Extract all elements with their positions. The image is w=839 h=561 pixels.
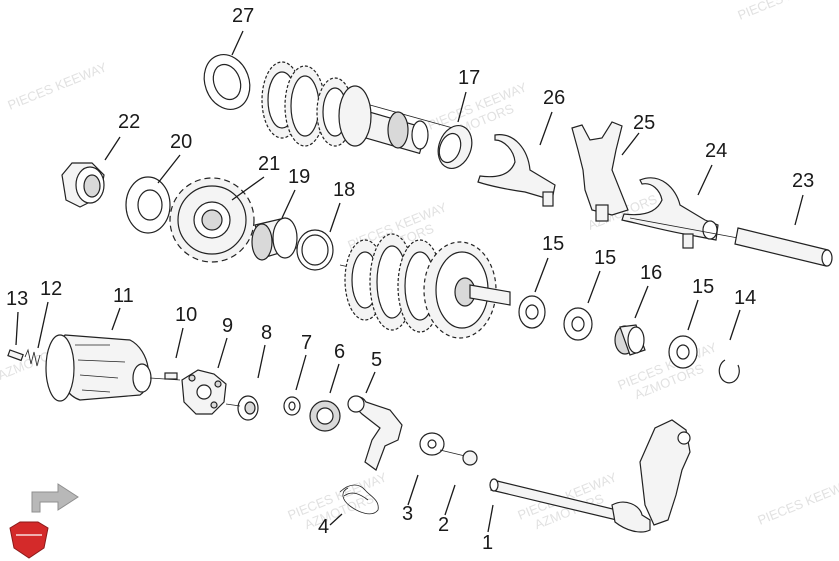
callout-13: 13 <box>6 288 28 310</box>
part-16-bearing <box>614 324 646 356</box>
callout-18: 18 <box>333 179 355 201</box>
direction-arrow-icon <box>31 483 79 513</box>
callout-7: 7 <box>301 332 312 354</box>
callout-22: 22 <box>118 111 140 133</box>
callout-15: 15 <box>594 247 616 269</box>
watermark-line1: PIECES KEEWAY <box>736 0 839 23</box>
callout-27: 27 <box>232 5 254 27</box>
callout-16: 16 <box>640 262 662 284</box>
part-19-sleeve <box>251 217 298 261</box>
part-23-fork-shaft <box>629 217 833 267</box>
part-6-collar <box>309 400 341 432</box>
callout-12: 12 <box>40 278 62 300</box>
part-20-lock-washer <box>125 176 171 234</box>
part-13-pin <box>7 349 24 362</box>
callout-3: 3 <box>402 503 413 525</box>
part-15-washer <box>518 295 546 329</box>
callout-2: 2 <box>438 514 449 536</box>
part-21-sprocket <box>169 177 255 263</box>
callout-4: 4 <box>318 516 329 538</box>
callout-11: 11 <box>113 285 134 307</box>
part-upper-gear-shaft <box>261 61 461 155</box>
callout-26: 26 <box>543 87 565 109</box>
leader-lines <box>15 30 804 533</box>
callout-20: 20 <box>170 131 192 153</box>
part-2-bolt <box>439 449 478 466</box>
part-17-bearing <box>437 125 473 169</box>
part-9-star-cam <box>181 369 227 415</box>
callout-9: 9 <box>222 315 233 337</box>
callout-19: 19 <box>288 166 310 188</box>
callout-10: 10 <box>175 304 197 326</box>
part-26-shift-fork <box>477 134 556 207</box>
callout-15: 15 <box>692 276 714 298</box>
brand-logo-shield <box>9 521 49 559</box>
part-25-shift-fork <box>571 121 629 222</box>
part-12-spring <box>24 348 41 367</box>
callout-1: 1 <box>482 532 493 554</box>
callout-8: 8 <box>261 322 272 344</box>
watermark-line1: PIECES KEEWAY <box>756 474 839 528</box>
part-14-circlip <box>718 359 740 384</box>
callout-5: 5 <box>371 349 382 371</box>
part-27-washer <box>203 54 251 110</box>
part-5-stopper-arm <box>347 395 403 471</box>
part-1-shift-shaft <box>489 419 691 533</box>
part-11-shift-drum <box>45 334 181 402</box>
callout-15: 15 <box>542 233 564 255</box>
callout-labels: 27 22 20 21 19 18 17 26 25 24 23 15 15 1… <box>6 5 814 554</box>
part-15-washer <box>668 335 698 369</box>
part-4-spring <box>339 484 379 515</box>
part-lower-gear-shaft <box>339 233 511 339</box>
part-18-o-ring <box>296 229 334 271</box>
part-22-nut <box>61 162 105 208</box>
callout-23: 23 <box>792 170 814 192</box>
callout-14: 14 <box>734 287 756 309</box>
callout-25: 25 <box>633 112 655 134</box>
part-24-shift-fork <box>621 177 719 249</box>
watermark-line1: PIECES KEEWAY <box>6 59 110 113</box>
part-7-washer <box>283 396 301 416</box>
callout-6: 6 <box>334 341 345 363</box>
part-3-washer <box>419 432 445 456</box>
callout-17: 17 <box>458 67 480 89</box>
part-15-washer <box>563 307 593 341</box>
part-10-pin <box>164 372 178 380</box>
callout-21: 21 <box>258 153 280 175</box>
callout-24: 24 <box>705 140 727 162</box>
part-8-bolt <box>225 395 259 421</box>
